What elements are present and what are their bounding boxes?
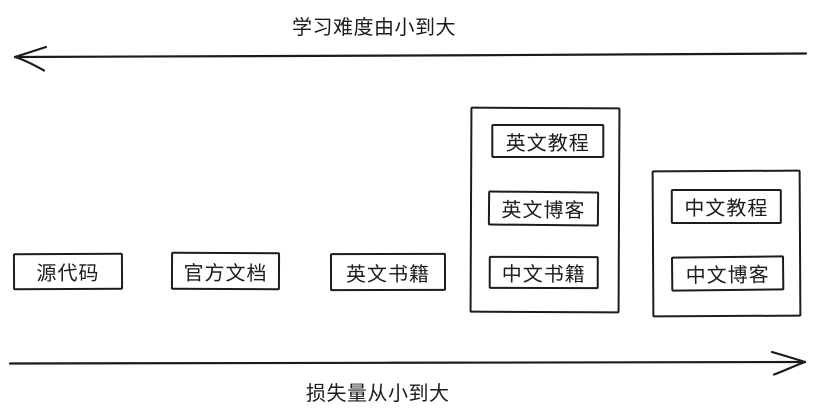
left-arrow [13, 45, 808, 72]
node-english-blogs-label: 英文博客 [501, 199, 586, 223]
right-arrow-line [8, 360, 807, 365]
node-chinese-tutorials-label: 中文教程 [684, 197, 769, 221]
node-source-code: 源代码 [12, 252, 124, 291]
node-english-blogs: 英文博客 [487, 190, 600, 227]
left-arrow-line [13, 52, 808, 59]
bottom-axis-label: 损失量从小到大 [306, 383, 450, 405]
node-chinese-books-label: 中文书籍 [501, 263, 586, 287]
node-chinese-blogs: 中文博客 [670, 255, 785, 292]
node-english-books-label: 英文书籍 [345, 263, 431, 286]
node-official-docs: 官方文档 [170, 251, 281, 291]
node-chinese-blogs-label: 中文博客 [685, 264, 770, 288]
node-chinese-books: 中文书籍 [488, 255, 599, 290]
left-arrowhead [13, 45, 48, 72]
group-box-2: 中文教程 中文博客 [651, 169, 802, 318]
node-english-books: 英文书籍 [329, 252, 447, 292]
node-english-tutorials-label: 英文教程 [505, 132, 590, 155]
right-arrowhead [770, 350, 807, 376]
top-axis-label: 学习难度由小到大 [292, 17, 456, 39]
node-source-code-label: 源代码 [36, 262, 100, 286]
right-arrow [8, 350, 807, 376]
node-chinese-tutorials: 中文教程 [670, 188, 782, 225]
group-box-1: 英文教程 英文博客 中文书籍 [469, 106, 621, 314]
node-official-docs-label: 官方文档 [183, 262, 268, 285]
node-english-tutorials: 英文教程 [491, 123, 605, 159]
